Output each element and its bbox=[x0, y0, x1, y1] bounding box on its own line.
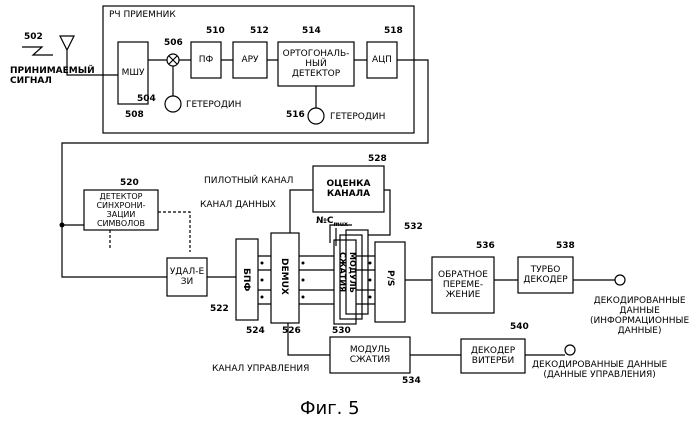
received-signal-label: ПРИНИМАЕМЫЙ СИГНАЛ bbox=[10, 66, 95, 86]
ref-512: 512 bbox=[250, 26, 269, 36]
deinterleave-label: ОБРАТНОЕ ПЕРЕМЕ- ЖЕНИЕ bbox=[432, 257, 494, 313]
output-info-terminal bbox=[615, 275, 625, 285]
ref-504: 504 bbox=[137, 94, 156, 104]
bpf-label: ПФ bbox=[191, 42, 221, 78]
lo1-icon bbox=[165, 96, 181, 112]
ref-502: 502 bbox=[24, 32, 43, 42]
ref-526: 526 bbox=[282, 326, 301, 336]
lo2-label: ГЕТЕРОДИН bbox=[330, 112, 385, 122]
ref-506: 506 bbox=[164, 38, 183, 48]
ref-524: 524 bbox=[246, 326, 265, 336]
ref-538: 538 bbox=[556, 241, 575, 251]
lo1-label: ГЕТЕРОДИН bbox=[186, 100, 241, 110]
ref-522: 522 bbox=[210, 304, 229, 314]
decoded-info-label: ДЕКОДИРОВАННЫЕ ДАННЫЕ (ИНФОРМАЦИОННЫЕ ДА… bbox=[590, 296, 689, 336]
ref-516: 516 bbox=[286, 110, 305, 120]
fft-label: БПФ bbox=[241, 268, 251, 291]
ref-536: 536 bbox=[476, 241, 495, 251]
signal-arrow-icon bbox=[22, 47, 53, 55]
viterbi-label: ДЕКОДЕР ВИТЕРБИ bbox=[461, 339, 525, 373]
ref-532: 532 bbox=[404, 222, 423, 232]
despreader2-label: МОДУЛЬ СЖАТИЯ bbox=[330, 337, 410, 373]
figure-caption: Фиг. 5 bbox=[300, 398, 360, 419]
ps-label: P/S bbox=[385, 270, 395, 286]
pilot-channel-label: ПИЛОТНЫЙ КАНАЛ bbox=[204, 176, 293, 186]
cmux-label: №Cmux bbox=[316, 216, 348, 230]
agc-label: АРУ bbox=[233, 42, 267, 78]
ref-510: 510 bbox=[206, 26, 225, 36]
despreader-label: МОДУЛЬ СЖАТИЯ bbox=[337, 252, 357, 293]
ref-518: 518 bbox=[384, 26, 403, 36]
ref-540: 540 bbox=[510, 322, 529, 332]
ref-508: 508 bbox=[125, 110, 144, 120]
turbo-label: ТУРБО ДЕКОДЕР bbox=[518, 257, 573, 293]
ref-530: 530 bbox=[332, 326, 351, 336]
ref-528: 528 bbox=[368, 154, 387, 164]
channel-est-label: ОЦЕНКА КАНАЛА bbox=[313, 166, 384, 212]
ref-514: 514 bbox=[302, 26, 321, 36]
output-ctrl-terminal bbox=[565, 345, 575, 355]
gi-removal-label: УДАЛ-Е ЗИ bbox=[167, 258, 207, 296]
control-channel-label: КАНАЛ УПРАВЛЕНИЯ bbox=[212, 364, 309, 374]
adc-label: АЦП bbox=[367, 42, 397, 78]
sync-detector-label: ДЕТЕКТОР СИНХРОНИ- ЗАЦИИ СИМВОЛОВ bbox=[84, 190, 158, 230]
quad-detector-label: ОРТОГОНАЛЬ- НЫЙ ДЕТЕКТОР bbox=[278, 42, 354, 86]
rf-receiver-label: РЧ ПРИЕМНИК bbox=[109, 10, 176, 20]
ref-520: 520 bbox=[120, 178, 139, 188]
data-channel-label: КАНАЛ ДАННЫХ bbox=[200, 200, 276, 210]
lo2-icon bbox=[308, 108, 324, 124]
ref-534: 534 bbox=[402, 376, 421, 386]
demux-label: DEMUX bbox=[279, 258, 289, 295]
decoded-ctrl-label: ДЕКОДИРОВАННЫЕ ДАННЫЕ (ДАННЫЕ УПРАВЛЕНИЯ… bbox=[532, 360, 667, 380]
